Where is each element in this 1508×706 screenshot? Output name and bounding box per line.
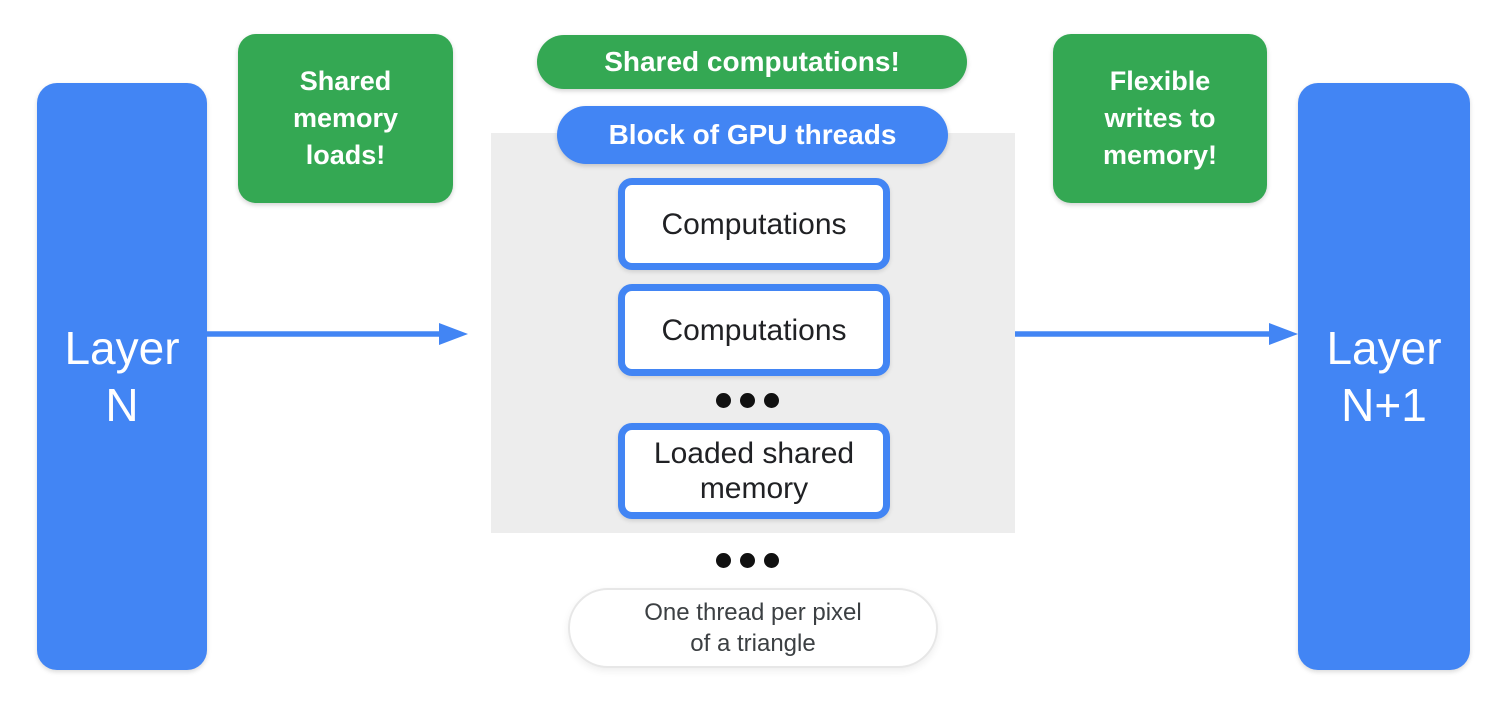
computations-box-2: Computations [618,284,890,376]
dot-icon [716,393,731,408]
dot-icon [716,553,731,568]
loaded-shared-memory-box: Loaded shared memory [618,423,890,519]
dot-icon [764,393,779,408]
dot-icon [764,553,779,568]
layer-n-box: Layer N [37,83,207,670]
layer-n1-box: Layer N+1 [1298,83,1470,670]
callout-flexible-writes: Flexible writes to memory! [1053,34,1267,203]
footnote-one-thread-per-pixel: One thread per pixel of a triangle [568,588,938,668]
ellipsis-dots-icon [716,393,779,408]
callout-shared-memory-loads: Shared memory loads! [238,34,453,203]
dot-icon [740,393,755,408]
ellipsis-dots-icon [716,553,779,568]
arrow-layer-n-to-block-icon [206,323,468,345]
callout-shared-computations: Shared computations! [537,35,967,89]
computations-box-1: Computations [618,178,890,270]
dot-icon [740,553,755,568]
block-of-gpu-threads-label: Block of GPU threads [557,106,948,164]
gpu-threads-block-panel: Computations Computations Loaded shared … [491,133,1015,533]
arrow-block-to-layer-n1-icon [1015,323,1298,345]
